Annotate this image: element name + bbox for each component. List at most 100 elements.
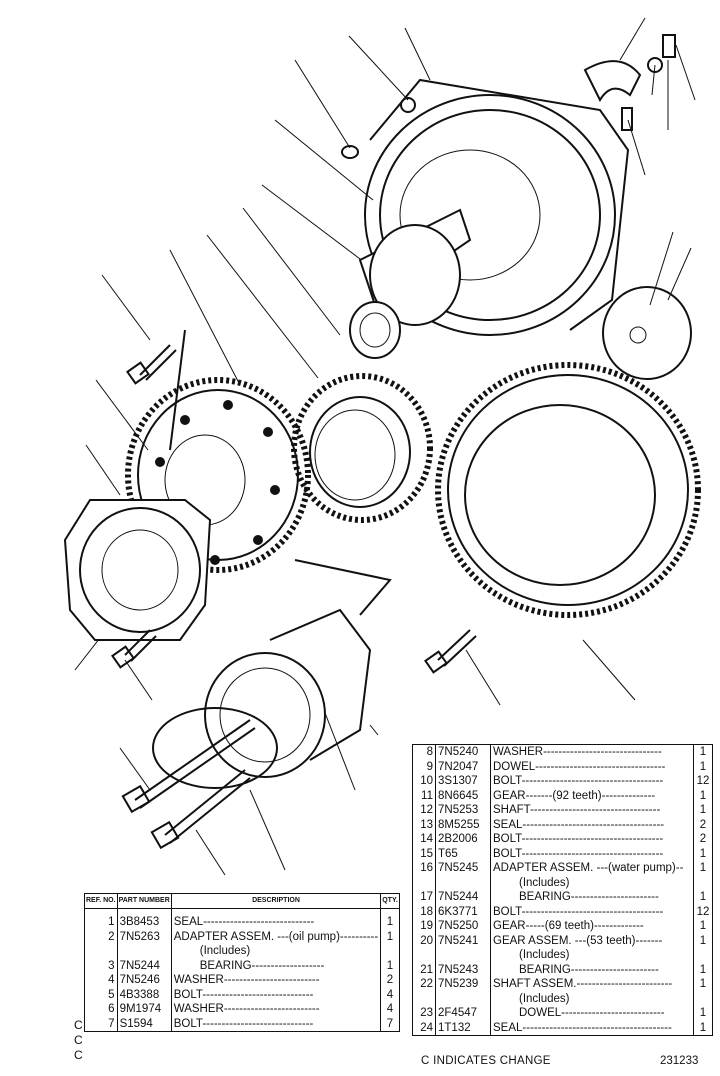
part-number: 9M1974 [117, 1002, 172, 1017]
part-number [435, 948, 491, 963]
ref-no: 19 [412, 919, 436, 934]
part-number: 7N2047 [435, 759, 491, 774]
ref-no: 18 [412, 904, 436, 919]
figure-number: 231233 [660, 1055, 699, 1067]
quantity: 2 [386, 974, 394, 986]
quantity: 7 [386, 1017, 394, 1030]
quantity: 1 [699, 978, 707, 990]
description: (Includes) [490, 948, 694, 963]
quantity: 1 [386, 916, 394, 928]
table-row: (Includes) [412, 991, 713, 1006]
description: SHAFT---------------------------------- [490, 803, 694, 818]
part-number: 7N5239 [435, 977, 491, 992]
table-row: (Includes) [84, 944, 400, 959]
header-description: DESCRIPTION [170, 893, 382, 909]
description: GEAR ASSEM. ---(53 teeth)------- [490, 933, 694, 948]
quantity: 4 [386, 988, 394, 1001]
quantity: 1 [699, 1007, 707, 1019]
part-number: 3S1307 [435, 774, 491, 789]
quantity: 1 [699, 746, 707, 758]
ref-no: 1 [84, 908, 118, 930]
description: SEAL------------------------------------… [490, 1020, 694, 1036]
ref-no: 7 [84, 1016, 118, 1032]
part-number: 7N5245 [435, 861, 491, 876]
ref-no: 10 [412, 774, 436, 789]
ref-no: 21 [412, 962, 436, 977]
header-ref: REF. NO. [84, 893, 118, 909]
ref-no: 20 [412, 933, 436, 948]
quantity: 1 [699, 789, 707, 802]
description: DOWEL--------------------------- [490, 1006, 694, 1021]
description: BEARING----------------------- [490, 890, 694, 905]
table-row: (Includes) [412, 875, 713, 891]
ref-no: 11 [412, 788, 436, 803]
quantity: 1 [699, 862, 707, 874]
ref-no [412, 948, 436, 963]
ref-no: 3 [84, 958, 118, 973]
quantity: 2 [699, 818, 707, 831]
ref-no [412, 991, 436, 1006]
part-number: S1594 [117, 1016, 172, 1032]
quantity: 1 [699, 847, 707, 860]
quantity: 1 [699, 920, 707, 932]
quantity: 4 [386, 1003, 394, 1015]
header-part-number: PART NUMBER [116, 893, 172, 909]
table-row: (Includes) [412, 948, 713, 963]
change-indicator-note: C INDICATES CHANGE [421, 1055, 551, 1067]
change-marks: C C C [74, 1018, 83, 1064]
parts-table-left: REF. NO. PART NUMBER DESCRIPTION QTY. 1 3… [84, 893, 400, 1032]
quantity: 1 [699, 760, 707, 773]
part-number: 7N5244 [435, 890, 491, 905]
quantity [694, 948, 713, 963]
description: BOLT------------------------------------… [490, 832, 694, 847]
ref-no: 16 [412, 861, 436, 876]
part-number [435, 991, 491, 1006]
part-number: 6K3771 [435, 904, 491, 919]
part-number: T65 [435, 846, 491, 861]
description: (Includes) [171, 944, 382, 959]
quantity [381, 944, 400, 959]
description: DOWEL---------------------------------- [490, 759, 694, 774]
part-number: 1T132 [435, 1020, 491, 1036]
ref-no: 4 [84, 973, 118, 988]
description: BOLT------------------------------------… [490, 846, 694, 861]
description: (Includes) [490, 875, 694, 890]
part-number: 8N6645 [435, 788, 491, 803]
ref-no: 24 [412, 1020, 436, 1036]
quantity: 1 [699, 891, 707, 903]
part-number: 7N5241 [435, 933, 491, 948]
quantity [694, 876, 713, 891]
header-qty: QTY. [380, 893, 400, 909]
part-number: 7N5244 [117, 958, 172, 973]
part-number: 7N5246 [117, 973, 172, 988]
quantity: 1 [386, 959, 394, 972]
description: BOLT----------------------------- [171, 987, 382, 1002]
quantity: 2 [699, 833, 707, 845]
ref-no: 5 [84, 987, 118, 1002]
quantity: 12 [696, 775, 710, 787]
ref-no: 12 [412, 803, 436, 818]
ref-no: 15 [412, 846, 436, 861]
quantity: 1 [386, 930, 394, 943]
description: BOLT------------------------------------… [490, 774, 694, 789]
description: BOLT----------------------------- [171, 1016, 382, 1032]
quantity: 1 [699, 934, 707, 947]
part-number: 2F4547 [435, 1006, 491, 1021]
